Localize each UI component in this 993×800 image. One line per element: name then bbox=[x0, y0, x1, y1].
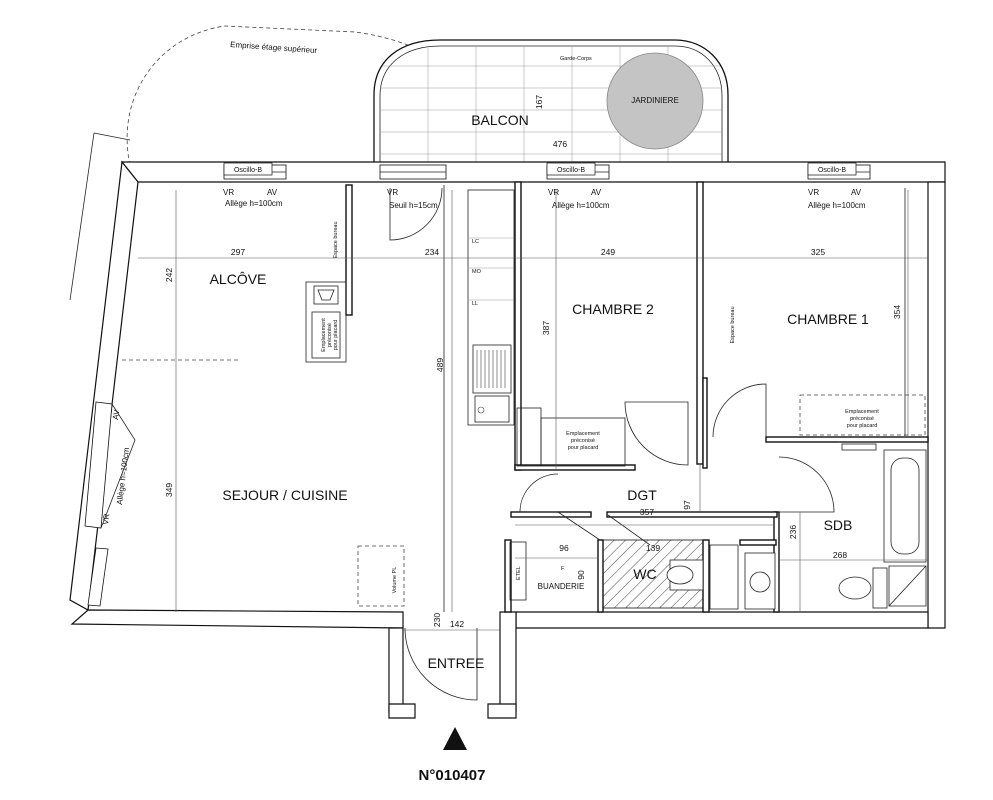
room-label-dgt: DGT bbox=[627, 487, 657, 503]
window-vr-5: VR bbox=[101, 513, 111, 525]
room-label-balcon: BALCON bbox=[471, 112, 529, 128]
bathroom-fixtures: SDB bbox=[824, 441, 927, 609]
window-allege-3: Allège h=100cm bbox=[552, 201, 610, 210]
balcony-inner-outline bbox=[379, 45, 723, 162]
alcove-fixtures: Emplacement préconisé pour placard Espac… bbox=[122, 222, 405, 607]
window-vr-4: VR bbox=[808, 188, 819, 197]
dim-139: 139 bbox=[646, 543, 660, 553]
chambre2-placard-3: pour placard bbox=[568, 445, 599, 451]
dim-97: 97 bbox=[682, 500, 692, 510]
room-labels: ALCÔVE SEJOUR / CUISINE CHAMBRE 2 CHAMBR… bbox=[210, 271, 869, 671]
dim-234: 234 bbox=[425, 247, 439, 257]
dim-357: 357 bbox=[640, 507, 654, 517]
window-seuil: Seuil h=15cm bbox=[389, 201, 438, 210]
window-av-1: AV bbox=[267, 188, 278, 197]
window-type-3: Oscillo-B bbox=[818, 167, 846, 174]
upper-floor-label: Emprise étage supérieur bbox=[230, 40, 318, 55]
appliance-lc: LC bbox=[472, 239, 479, 245]
window-av-3: AV bbox=[591, 188, 602, 197]
appliance-ll: LL bbox=[472, 301, 478, 307]
dim-476: 476 bbox=[553, 139, 567, 149]
dim-387: 387 bbox=[541, 321, 551, 335]
dim-489: 489 bbox=[435, 358, 445, 372]
window-allege-1: Allège h=100cm bbox=[225, 199, 283, 208]
dim-96: 96 bbox=[559, 543, 569, 553]
exterior-walls bbox=[69, 160, 946, 719]
chambre1-fixtures: Emplacement préconisé pour placard Espac… bbox=[730, 188, 926, 436]
window-av-4: AV bbox=[851, 188, 862, 197]
upper-floor-outline-left bbox=[69, 132, 95, 301]
room-label-wc: WC bbox=[633, 566, 656, 582]
dimension-labels: 297 234 249 325 242 489 387 354 349 97 3… bbox=[164, 247, 902, 629]
appliance-mo: MO bbox=[472, 269, 482, 275]
dim-90: 90 bbox=[576, 570, 586, 580]
dim-236: 236 bbox=[788, 525, 798, 539]
window-av-5: AV bbox=[111, 408, 121, 420]
dim-249: 249 bbox=[601, 247, 615, 257]
window-type-2: Oscillo-B bbox=[557, 167, 585, 174]
chambre2-placard-2: préconisé bbox=[571, 438, 595, 444]
window-type-1: Oscillo-B bbox=[234, 167, 262, 174]
volume-pl-note: Volume PL bbox=[392, 567, 398, 594]
dim-230: 230 bbox=[432, 613, 442, 627]
chambre1-placard-2: préconisé bbox=[850, 416, 874, 422]
upper-floor-outline bbox=[126, 25, 489, 166]
alcove-placard-note-3: pour placard bbox=[333, 320, 339, 351]
window-allege-4: Allège h=100cm bbox=[808, 201, 866, 210]
room-label-chambre1: CHAMBRE 1 bbox=[787, 311, 869, 327]
balcony: JARDINIERE BALCON 476 167 Garde-Corps bbox=[373, 39, 729, 162]
upper-floor-outline-top bbox=[93, 132, 131, 141]
planter bbox=[606, 52, 704, 150]
room-label-chambre2: CHAMBRE 2 bbox=[572, 301, 654, 317]
dimension-lines bbox=[138, 190, 928, 631]
window-labels: Oscillo-B Oscillo-B Oscillo-B VR AV Allè… bbox=[100, 162, 866, 529]
chambre2-fixtures: Emplacement préconisé pour placard bbox=[566, 431, 600, 451]
dim-268: 268 bbox=[833, 550, 847, 560]
chambre1-placard-1: Emplacement bbox=[845, 409, 879, 415]
dim-349: 349 bbox=[164, 483, 174, 497]
garde-corps-label: Garde-Corps bbox=[560, 56, 592, 62]
entrance-arrow-icon bbox=[443, 727, 467, 750]
chambre1-placard-3: pour placard bbox=[847, 423, 878, 429]
alcove-placard-note-2: préconisé bbox=[327, 323, 333, 347]
f-label: F bbox=[561, 566, 565, 572]
room-label-sdb: SDB bbox=[824, 517, 853, 533]
dim-242: 242 bbox=[164, 268, 174, 282]
window-vr-2: VR bbox=[387, 188, 398, 197]
chambre2-placard-1: Emplacement bbox=[566, 431, 600, 437]
alcove-placard-note-1: Emplacement bbox=[321, 318, 327, 352]
dim-297: 297 bbox=[231, 247, 245, 257]
wc-fixtures: WC bbox=[602, 539, 776, 610]
laundry-fixtures: ETEL F BUANDERIE bbox=[509, 541, 585, 601]
lot-number: N°010407 bbox=[419, 767, 486, 784]
room-label-entree: ENTREE bbox=[428, 655, 485, 671]
kitchen: LC MO LL bbox=[443, 185, 515, 612]
dim-142: 142 bbox=[450, 619, 464, 629]
alcove-bureau-note: Espace bureau bbox=[333, 222, 339, 259]
chambre1-bureau-note: Espace bureau bbox=[730, 307, 736, 344]
dim-354: 354 bbox=[892, 305, 902, 319]
room-label-buanderie: BUANDERIE bbox=[538, 582, 585, 591]
planter-label: JARDINIERE bbox=[631, 96, 679, 105]
window-vr-1: VR bbox=[223, 188, 234, 197]
dim-325: 325 bbox=[811, 247, 825, 257]
room-label-sejour: SEJOUR / CUISINE bbox=[222, 487, 347, 503]
room-label-alcove: ALCÔVE bbox=[210, 271, 267, 287]
dim-167: 167 bbox=[534, 95, 544, 109]
etel-label: ETEL bbox=[516, 566, 522, 580]
window-vr-3: VR bbox=[548, 188, 559, 197]
